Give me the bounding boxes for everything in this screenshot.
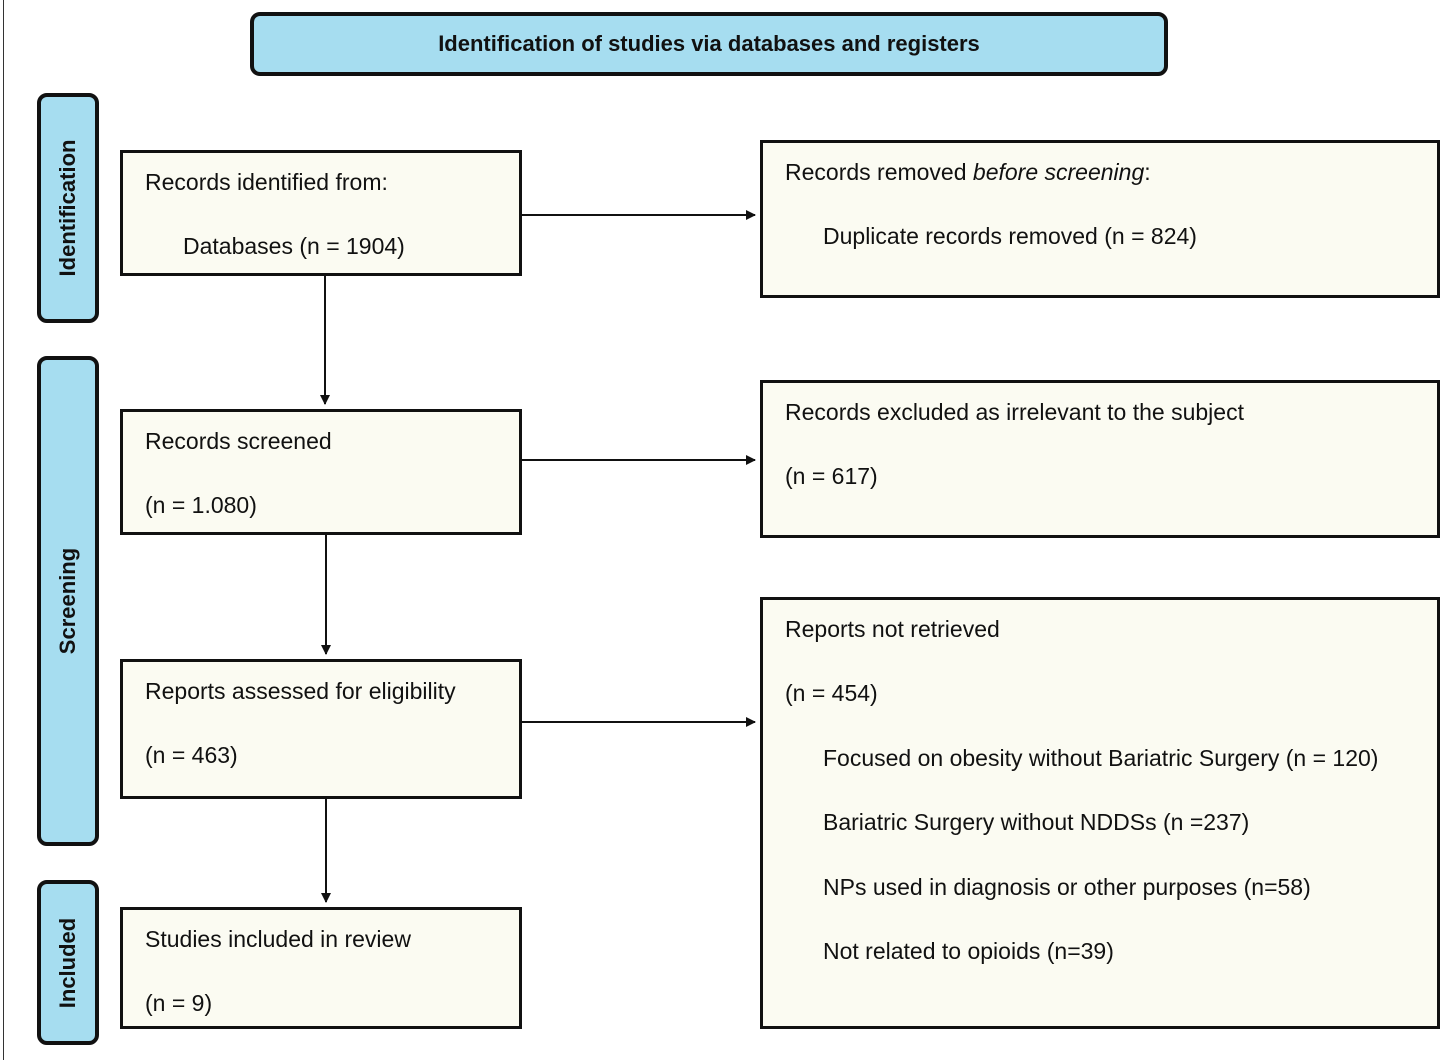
box-reports-not-retrieved: Reports not retrieved (n = 454) Focused … — [760, 597, 1440, 1029]
duplicate-records-removed: Duplicate records removed (n = 824) — [823, 223, 1197, 249]
records-identified-databases: Databases (n = 1904) — [183, 233, 405, 259]
records-excluded-title: Records excluded as irrelevant to the su… — [785, 399, 1244, 425]
studies-included-count: (n = 9) — [145, 990, 213, 1016]
stage-screening: Screening — [37, 356, 99, 846]
stage-included: Included — [37, 880, 99, 1045]
reports-assessed-title: Reports assessed for eligibility — [145, 678, 456, 704]
box-records-removed: Records removed before screening: Duplic… — [760, 140, 1440, 298]
records-screened-count: (n = 1.080) — [145, 492, 257, 518]
records-removed-title-post: : — [1144, 159, 1151, 185]
box-records-excluded: Records excluded as irrelevant to the su… — [760, 380, 1440, 538]
reports-not-retrieved-title: Reports not retrieved — [785, 616, 1000, 642]
reports-assessed-count: (n = 463) — [145, 742, 238, 768]
box-records-screened: Records screened (n = 1.080) — [120, 409, 522, 535]
records-removed-title: Records removed before screening: — [785, 159, 1151, 187]
stage-identification: Identification — [37, 93, 99, 323]
records-removed-title-pre: Records removed — [785, 159, 973, 185]
reason-item: Not related to opioids (n=39) — [823, 938, 1114, 964]
reports-not-retrieved-count: (n = 454) — [785, 680, 878, 706]
box-reports-assessed: Reports assessed for eligibility (n = 46… — [120, 659, 522, 799]
records-excluded-count: (n = 617) — [785, 463, 878, 489]
diagram-header: Identification of studies via databases … — [250, 12, 1168, 76]
reason-item: Bariatric Surgery without NDDSs (n =237) — [823, 809, 1250, 835]
box-studies-included: Studies included in review (n = 9) — [120, 907, 522, 1029]
records-screened-title: Records screened — [145, 428, 332, 454]
records-identified-title: Records identified from: — [145, 169, 388, 195]
reason-item: NPs used in diagnosis or other purposes … — [823, 874, 1311, 900]
box-records-identified: Records identified from: Databases (n = … — [120, 150, 522, 276]
studies-included-title: Studies included in review — [145, 926, 411, 952]
left-border-line — [3, 0, 4, 1060]
header-title: Identification of studies via databases … — [438, 31, 980, 56]
records-removed-title-emphasis: before screening — [972, 159, 1145, 185]
reason-item: Focused on obesity without Bariatric Sur… — [823, 745, 1379, 771]
